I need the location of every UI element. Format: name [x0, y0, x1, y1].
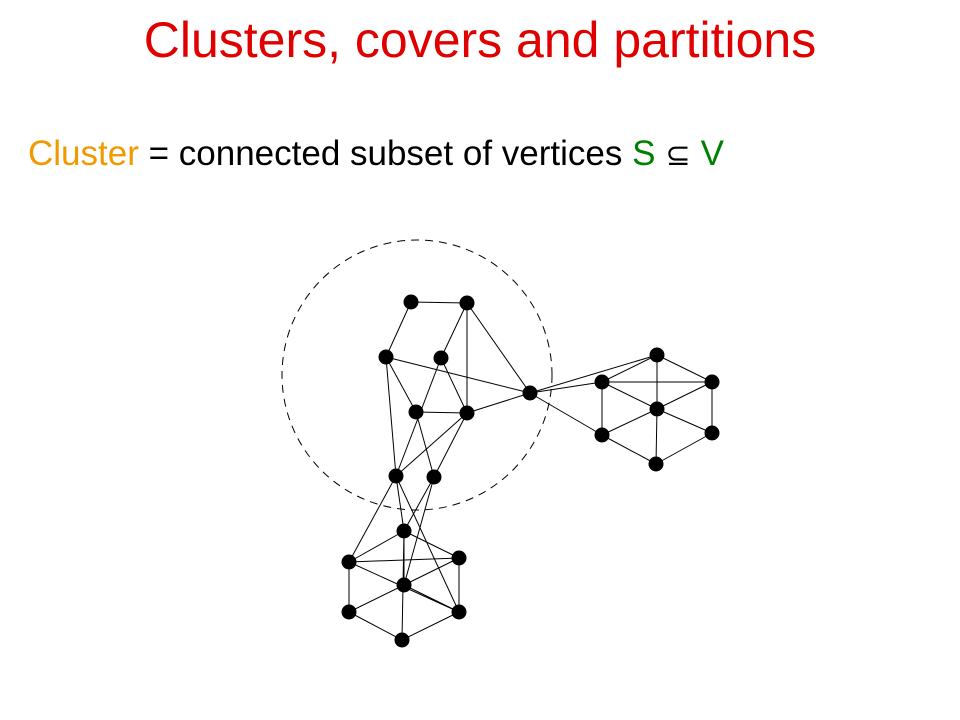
graph-edge [403, 476, 435, 532]
graph-vertex [408, 404, 424, 420]
graph-vertex [388, 468, 404, 484]
set-s: S [632, 134, 656, 173]
definition-text: = connected subset of vertices [138, 134, 633, 173]
graph-edge [403, 530, 460, 559]
graph-vertex [341, 554, 357, 570]
graph-edge [403, 584, 460, 613]
graph-vertex [459, 295, 475, 311]
graph-edge [395, 475, 460, 613]
graph-vertex [451, 550, 467, 566]
graph-edge [529, 392, 603, 436]
graph-vertex [433, 350, 449, 366]
graph-vertex [522, 385, 538, 401]
graph-edge [403, 476, 435, 586]
graph-edge [410, 301, 468, 304]
graph-vertices [341, 294, 720, 648]
slide-title: Clusters, covers and partitions [143, 12, 817, 68]
graph-edge [401, 611, 460, 641]
graph-vertex [451, 604, 467, 620]
graph-edges [348, 301, 713, 641]
graph-vertex [594, 374, 610, 390]
graph-edge [601, 381, 658, 410]
graph-vertex [341, 604, 357, 620]
graph-edge [440, 357, 468, 414]
graph-edge [433, 412, 468, 478]
graph-edge [348, 611, 403, 641]
cluster-definition: Cluster = connected subset of vertices S… [28, 128, 724, 182]
graph-edge [440, 302, 468, 359]
graph-vertex [704, 374, 720, 390]
graph-vertex [403, 294, 419, 310]
graph-edge [348, 475, 397, 563]
cluster-boundary-circle [281, 239, 553, 511]
definition-term: Cluster [28, 134, 139, 173]
graph-edge [385, 356, 397, 477]
graph-vertex [649, 347, 665, 363]
graph-edge [415, 411, 435, 478]
graph-vertex [649, 401, 665, 417]
graph-vertex [396, 523, 412, 539]
graph-edge [529, 354, 658, 394]
graph-vertex [594, 427, 610, 443]
graph-edge [655, 432, 713, 465]
graph-vertex [396, 577, 412, 593]
subset-symbol: ⊆ [665, 139, 691, 172]
set-v: V [700, 134, 724, 173]
graph-edge [415, 411, 468, 414]
graph-vertex [704, 425, 720, 441]
graph-edge [395, 475, 405, 532]
graph-vertex [426, 469, 442, 485]
graph-edge [466, 392, 531, 414]
graph-edge [385, 301, 412, 358]
graph-edge [656, 354, 713, 383]
graph-vertex [648, 456, 664, 472]
graph-edge [348, 584, 405, 613]
graph-edge [601, 354, 658, 383]
graph-edge [601, 434, 657, 465]
graph-vertex [378, 349, 394, 365]
graph-edge [466, 302, 531, 394]
graph-edge [348, 557, 460, 563]
graph-edge [385, 356, 417, 413]
graph-edge [385, 356, 531, 394]
graph-edge [529, 381, 603, 394]
graph-edge [395, 412, 468, 477]
graph-edge [403, 557, 460, 586]
graph-vertex [459, 405, 475, 421]
graph-edge [656, 408, 713, 434]
graph-edge [601, 408, 658, 436]
graph-edge [348, 530, 405, 563]
graph-edge [656, 381, 713, 410]
graph-edge [655, 408, 658, 465]
graph-vertex [394, 632, 410, 648]
